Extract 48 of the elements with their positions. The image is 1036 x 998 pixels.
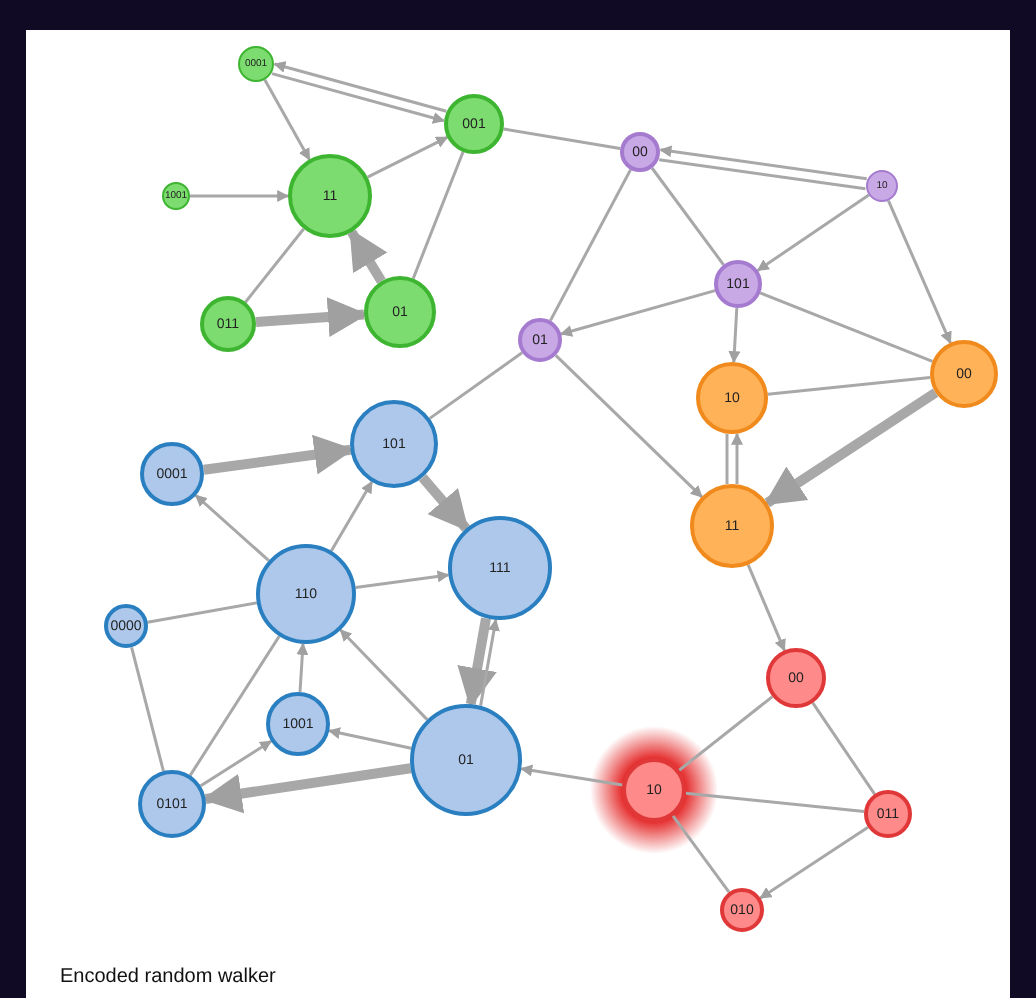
arrow <box>194 494 270 562</box>
arrow <box>756 193 870 272</box>
connector-line <box>411 151 465 280</box>
connector-line <box>428 351 523 420</box>
connector-line <box>650 167 725 266</box>
arrow <box>520 764 623 787</box>
arrow <box>887 200 952 344</box>
connector-line <box>725 434 729 484</box>
arrow <box>328 727 412 750</box>
arrow <box>418 474 470 532</box>
arrow <box>554 354 703 498</box>
arrow <box>347 228 388 284</box>
arrow <box>355 570 450 589</box>
arrow <box>200 739 272 788</box>
arrow <box>255 297 368 337</box>
connector-line <box>811 701 876 796</box>
arrow <box>201 763 412 814</box>
connector-line <box>678 695 774 772</box>
arrow <box>728 307 741 364</box>
arrow <box>763 388 939 508</box>
arrow <box>746 564 786 652</box>
arrow <box>457 617 497 708</box>
connector-line <box>244 227 305 304</box>
arrow <box>296 642 309 693</box>
arrow <box>560 289 716 337</box>
arrow <box>190 190 290 202</box>
connector-line <box>549 168 632 322</box>
connector-line <box>503 127 621 151</box>
arrow <box>659 145 867 181</box>
arrow <box>273 61 447 113</box>
arrow <box>263 79 311 161</box>
arrow <box>759 825 869 900</box>
arrow <box>731 432 743 484</box>
connector-line <box>147 601 258 624</box>
arrow <box>479 618 500 707</box>
connector-line <box>767 375 931 396</box>
connector-line <box>659 158 866 191</box>
connector-line <box>759 291 933 363</box>
connector-line <box>188 635 281 777</box>
arrow <box>366 136 449 179</box>
arrow <box>339 628 429 721</box>
connector-line <box>130 647 165 772</box>
caption: Encoded random walker <box>60 966 276 988</box>
arrow <box>271 72 445 124</box>
arrow <box>330 480 374 552</box>
arrow <box>203 434 355 475</box>
connector-line <box>685 791 865 814</box>
connector-line <box>671 814 731 894</box>
